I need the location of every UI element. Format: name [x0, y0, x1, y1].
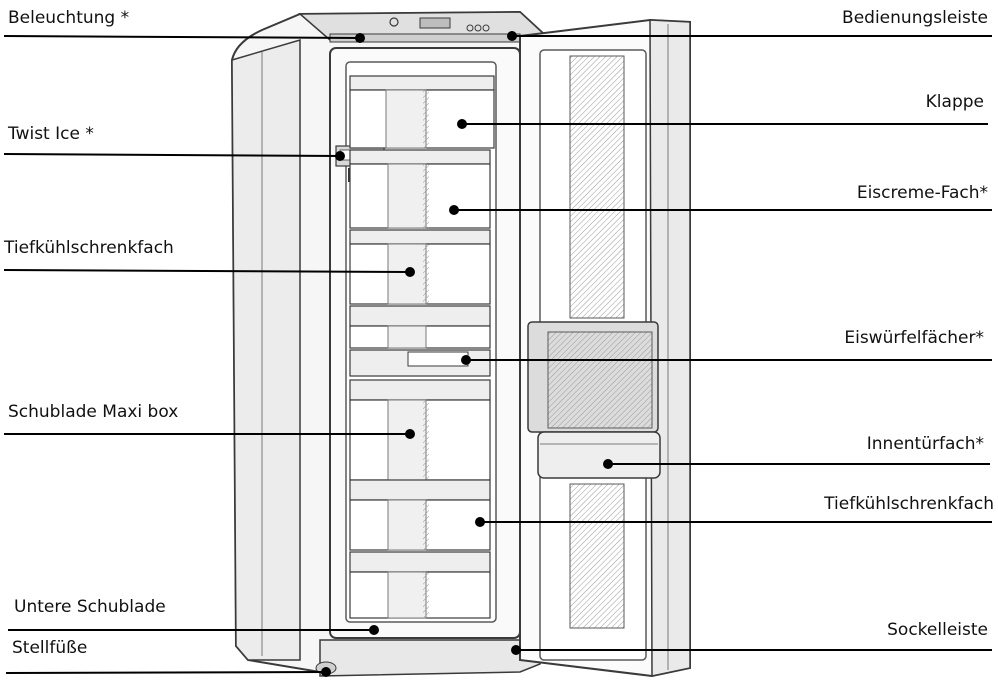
- label-klappe: Klappe: [925, 92, 984, 112]
- leader-dots: [321, 31, 613, 677]
- label-twist-ice: Twist Ice *: [8, 124, 94, 144]
- label-stellfuesse: Stellfüße: [12, 638, 88, 658]
- ice-cube-trays: [349, 305, 491, 377]
- label-untere-schublade: Untere Schublade: [14, 597, 166, 617]
- label-bedienungsleiste: Bedienungsleiste: [842, 8, 988, 28]
- label-innentuerfach: Innentürfach*: [866, 434, 984, 454]
- label-eiscreme-fach: Eiscreme-Fach*: [856, 183, 988, 203]
- leader-lines: [3, 35, 992, 674]
- label-tiefkuehlschrenkfach-right: Tiefkühlschrenkfach: [824, 494, 994, 514]
- drawer-ice-cream: [349, 149, 491, 229]
- drawer-lower: [349, 551, 491, 619]
- cabinet-side: [231, 38, 301, 661]
- drawer-freezer-2: [349, 479, 491, 551]
- plinth: [319, 639, 541, 677]
- drawer-freezer-1: [349, 229, 491, 305]
- leader-tiefkuehl-left: [3, 269, 411, 273]
- drawer-maxi-box: [349, 379, 491, 481]
- leader-twist-ice: [3, 153, 341, 157]
- flap: [349, 75, 495, 149]
- label-eiswuerfelfaecher: Eiswürfelfächer*: [844, 328, 984, 348]
- door-shelf: [527, 321, 661, 479]
- label-sockelleiste: Sockelleiste: [887, 620, 988, 640]
- leader-stellfuesse: [5, 671, 327, 674]
- label-beleuchtung: Beleuchtung *: [8, 8, 130, 28]
- label-schublade-maxi-box: Schublade Maxi box: [8, 402, 179, 422]
- label-tiefkuehlschrenkfach-left: Tiefkühlschrenkfach: [4, 238, 174, 258]
- leader-beleuchtung: [3, 35, 361, 39]
